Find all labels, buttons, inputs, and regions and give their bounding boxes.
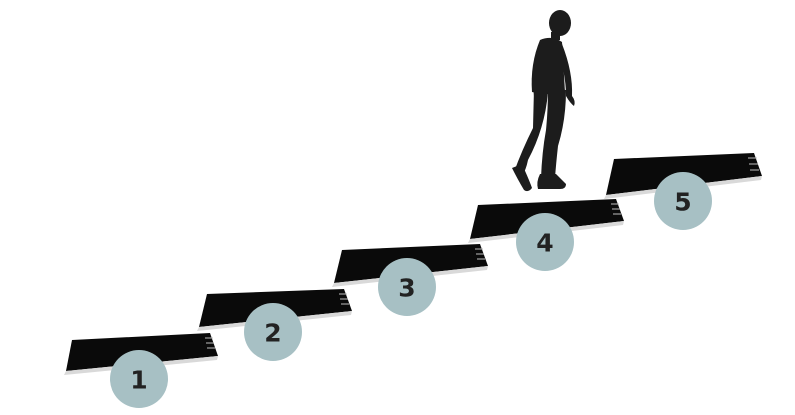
step-1-ribs bbox=[205, 337, 215, 349]
step-3-label: 3 bbox=[398, 274, 415, 303]
step-5: 5 bbox=[604, 153, 762, 230]
walking-person-icon bbox=[512, 10, 575, 192]
step-3: 3 bbox=[332, 244, 488, 316]
step-4-label: 4 bbox=[536, 229, 553, 258]
step-2-ribs bbox=[339, 293, 349, 305]
step-3-ribs bbox=[475, 248, 485, 260]
step-2: 2 bbox=[197, 289, 352, 361]
step-5-ribs bbox=[748, 157, 759, 171]
step-2-label: 2 bbox=[264, 319, 281, 348]
step-3-badge bbox=[378, 258, 436, 316]
step-2-badge bbox=[244, 303, 302, 361]
step-4: 4 bbox=[468, 199, 624, 271]
step-1-badge bbox=[110, 350, 168, 408]
step-1: 1 bbox=[64, 333, 218, 408]
step-5-badge bbox=[654, 172, 712, 230]
step-1-label: 1 bbox=[130, 366, 147, 395]
step-5-label: 5 bbox=[674, 188, 691, 217]
step-4-ribs bbox=[611, 203, 621, 215]
step-4-badge bbox=[516, 213, 574, 271]
